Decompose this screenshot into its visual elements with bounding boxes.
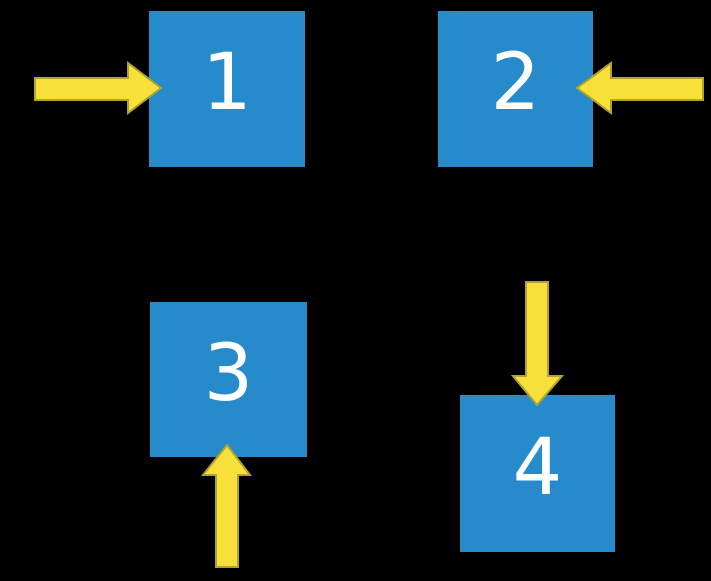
box-4-label: 4 (512, 422, 563, 513)
arrow-right-into-box-1-icon (34, 60, 163, 116)
arrow-left-into-box-2-icon (575, 61, 704, 115)
box-1: 1 (149, 11, 305, 167)
arrow-up-into-box-3-icon (200, 443, 253, 568)
box-3-label: 3 (203, 328, 254, 419)
box-2: 2 (438, 11, 593, 167)
box-2-label: 2 (490, 38, 541, 128)
box-4: 4 (460, 395, 615, 552)
box-1-label: 1 (202, 38, 252, 128)
arrow-down-into-box-4-icon (510, 281, 565, 407)
box-3: 3 (150, 302, 307, 457)
